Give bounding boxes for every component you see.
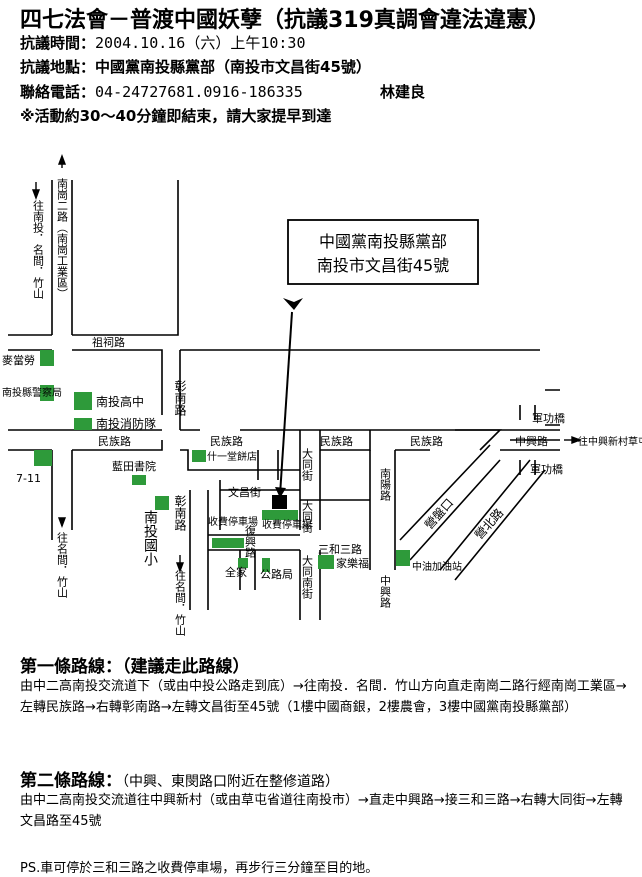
label-parking-1: 收費停車場 (208, 515, 258, 528)
protest-place: 抗議地點：中國黨南投縣黨部（南投市文昌街45號） (20, 56, 371, 77)
shiyitang-marker (192, 450, 206, 462)
label-parking-2: 收費停車場 (262, 518, 312, 531)
label-zhanghua-top: 彰南路 (173, 379, 187, 417)
label-nt-high: 南投高中 (96, 394, 144, 409)
route1-subtitle: （建議走此路線） (122, 657, 250, 677)
time-value: 2004.10.16（六）上午10:30 (95, 34, 306, 52)
highway-marker (262, 558, 270, 572)
label-jiale: 家樂福 (336, 556, 369, 570)
place-value: 中國黨南投縣黨部（南投市文昌街45號） (95, 58, 371, 76)
label-nangang-side: 南崗二路（南崗工業區） (56, 178, 69, 299)
police-marker (40, 385, 54, 401)
label-to-mingjian-left: 往名間．竹山 (56, 531, 69, 598)
label-zhongxing-v: 中興路 (379, 575, 392, 609)
label-minzu-1: 民族路 (98, 434, 131, 448)
time-label: 抗議時間： (20, 34, 96, 52)
cpc-marker (396, 550, 410, 566)
road-zuci (72, 349, 163, 415)
callout-line2: 南投市文昌街45號 (317, 256, 449, 275)
nt-elem-marker (155, 496, 169, 510)
label-highway: 公路局 (260, 568, 293, 581)
route2-body: 由中二高南投交流道往中興新村（或由草屯省道往南投市）→直走中興路→接三和三路→右… (20, 793, 623, 829)
label-minzu-3: 民族路 (320, 434, 353, 448)
label-zhanghua-bottom: 彰南路 (173, 494, 187, 532)
ps-note: PS.車可停於三和三路之收費停車場，再步行三分鐘至目的地。 (20, 861, 379, 876)
label-lantian: 藍田書院 (112, 459, 156, 473)
label-minzu-4: 民族路 (410, 434, 443, 448)
route2-title: 第二條路線： (20, 771, 122, 791)
label-zuci: 祖祠路 (92, 335, 125, 349)
label-fire: 南投消防隊 (96, 416, 156, 431)
label-to-mingjian-mid: 往名間．竹山 (174, 569, 187, 636)
page-title: 四七法會－普渡中國妖孽（抗議319真調會違法違憲） (20, 8, 550, 33)
callout-box (287, 219, 479, 285)
label-police: 南投縣警察局 (2, 386, 62, 399)
road-minzu (8, 429, 163, 451)
contact-phone: 聯絡電話：04-24727681.0916-186335 林建良 (20, 81, 620, 102)
pointer-line (279, 311, 293, 496)
seven-marker (34, 450, 52, 466)
callout-line1: 中國黨南投縣黨部 (319, 232, 447, 251)
phone-label: 聯絡電話： (20, 83, 96, 101)
contact-name: 林建良 (380, 83, 426, 101)
label-datong-3: 大同南街 (301, 554, 314, 600)
road-yingbei (399, 444, 501, 561)
parking-marker-2 (262, 510, 298, 520)
label-nangang-top: 往南投．名間．竹山 (32, 199, 45, 299)
label-nt-elem: 南投國小 (142, 510, 158, 567)
route2-heading: 第二條路線：（中興、東閔路口附近在整修道路） (20, 766, 339, 791)
label-nanyang: 南陽路 (379, 468, 392, 502)
target-building (272, 495, 287, 509)
route-map: 中國黨南投縣黨部 南投市文昌街45號 祖祠路 民族路 民族路 民族路 民族路 文… (2, 154, 642, 636)
road-nangang (51, 180, 73, 335)
jiale-marker (318, 555, 334, 569)
label-jiangong-1: 軍功橋 (532, 411, 565, 425)
place-label: 抗議地點： (20, 58, 96, 76)
route1-title: 第一條路線： (20, 657, 122, 677)
label-shiyitang: 什一堂餅店 (207, 450, 257, 463)
label-datong-2: 大同街 (301, 499, 314, 534)
protest-time: 抗議時間：2004.10.16（六）上午10:30 (20, 32, 305, 53)
family-marker (238, 558, 248, 568)
route1-body: 由中二高南投交流道下（或由中投公路走到底）→往南投．名間．竹山方向直走南崗二路行… (20, 679, 627, 715)
label-sanhe: 三和三路 (318, 543, 362, 556)
label-wenchang: 文昌街 (228, 485, 261, 499)
label-to-zhongxing: 往中興新村草屯 (578, 435, 642, 448)
nt-high-marker (74, 392, 92, 410)
label-datong-1: 大同街 (301, 447, 314, 482)
mcd-marker (40, 350, 54, 366)
label-minzu-2: 民族路 (210, 434, 243, 448)
lantian-marker (132, 475, 146, 485)
phone-value: 04-24727681.0916-186335 (95, 83, 303, 101)
pointer-head (283, 298, 303, 310)
route1-heading: 第一條路線：（建議走此路線） (20, 652, 250, 677)
label-cpc: 中油加油站 (412, 560, 462, 573)
route2-subtitle: （中興、東閔路口附近在整修道路） (122, 774, 339, 790)
label-fuxing: 復興路 (244, 525, 257, 559)
parking-marker-1 (212, 538, 244, 548)
road-top (8, 180, 179, 336)
label-zhongxing-h: 中興路 (515, 435, 548, 448)
event-note: ※活動約30～40分鐘即結束，請大家提早到達 (20, 107, 332, 125)
fire-marker (74, 418, 92, 430)
label-seven: 7-11 (16, 472, 41, 485)
label-family: 全家 (225, 565, 247, 579)
label-jiangong-2: 軍功橋 (530, 462, 563, 476)
label-mcd: 麥當勞 (2, 353, 35, 367)
